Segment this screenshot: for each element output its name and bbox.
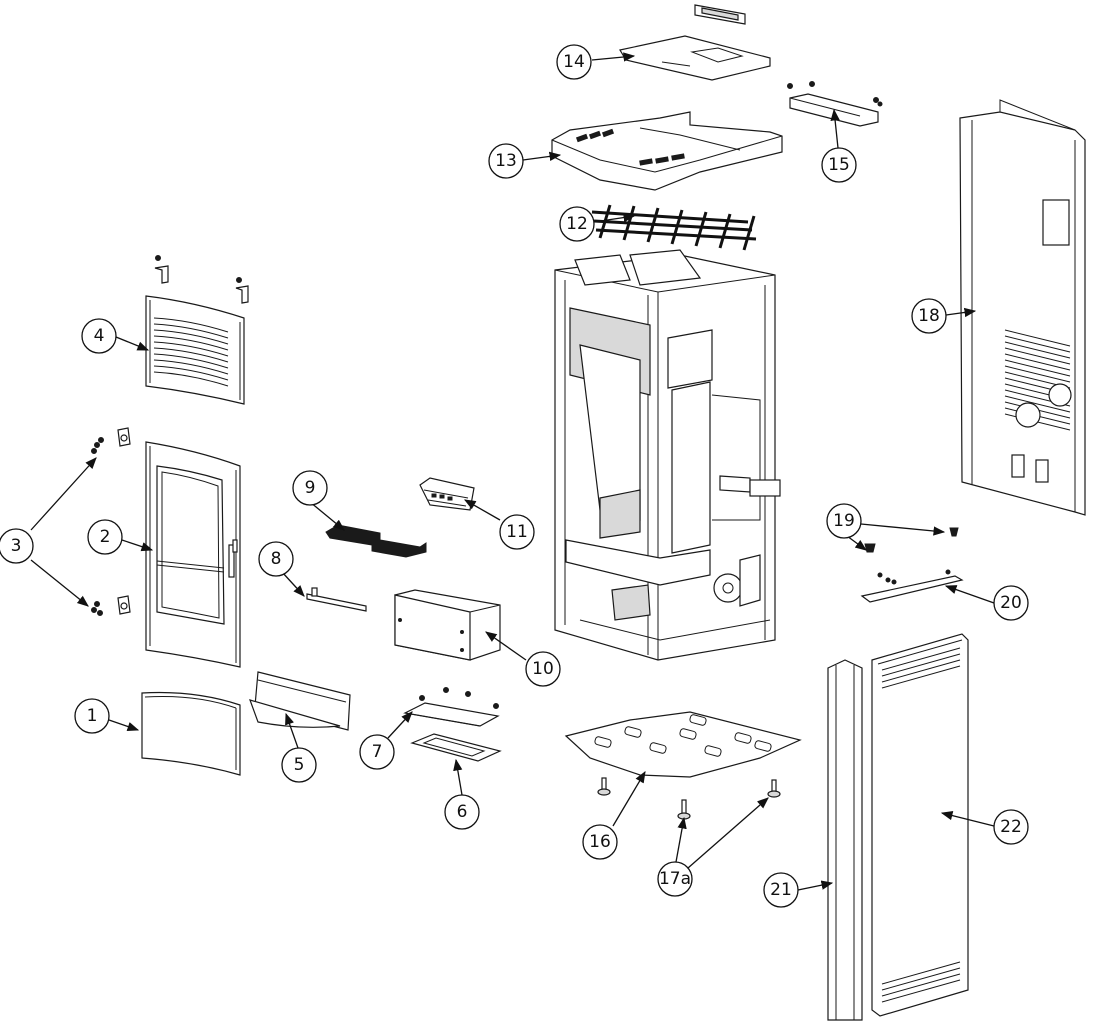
- callout-13: 13: [488, 143, 524, 179]
- callout-11-label: 11: [506, 522, 528, 542]
- part-8-rod: [306, 587, 367, 612]
- callout-15: 15: [821, 147, 857, 183]
- part-9-burner-plate: [325, 524, 427, 558]
- callout-5-label: 5: [294, 755, 305, 775]
- callout-20-label: 20: [1000, 593, 1022, 613]
- callout-14: 14: [556, 44, 592, 80]
- callout-20: 20: [993, 585, 1029, 621]
- callout-8: 8: [258, 541, 294, 577]
- part-11-burner-pot: [419, 477, 475, 511]
- callout-21-label: 21: [770, 880, 792, 900]
- callout-22-label: 22: [1000, 817, 1022, 837]
- callout-1-label: 1: [87, 706, 98, 726]
- callout-6: 6: [444, 794, 480, 830]
- callout-11: 11: [499, 514, 535, 550]
- callout-2-label: 2: [100, 527, 111, 547]
- part-5-ash-tray: [249, 671, 351, 731]
- callout-15-label: 15: [828, 155, 850, 175]
- callout-5: 5: [281, 747, 317, 783]
- callout-4-label: 4: [94, 326, 105, 346]
- callout-3-label: 3: [11, 536, 22, 556]
- callout-8-label: 8: [271, 549, 282, 569]
- part-3-hinges: [91, 427, 131, 616]
- callout-9: 9: [292, 470, 328, 506]
- part-17a-feet: [597, 777, 781, 820]
- callout-2: 2: [87, 519, 123, 555]
- part-14-top-lid: [619, 4, 771, 81]
- part-19-20-bracket: [860, 527, 964, 603]
- callout-9-label: 9: [305, 478, 316, 498]
- part-4-top-grille: [145, 255, 249, 405]
- callout-22: 22: [993, 809, 1029, 845]
- callout-10: 10: [525, 651, 561, 687]
- part-13-top-cover: [551, 111, 783, 191]
- part-10-box: [394, 589, 501, 661]
- callout-19-label: 19: [833, 511, 855, 531]
- callout-1: 1: [74, 698, 110, 734]
- part-16-base-plate: [564, 711, 802, 778]
- callout-13-label: 13: [495, 151, 517, 171]
- leader-lines: [30, 52, 995, 891]
- callout-7: 7: [359, 734, 395, 770]
- part-1-bottom-front-panel: [141, 691, 241, 776]
- callout-12: 12: [559, 206, 595, 242]
- callout-18: 18: [911, 298, 947, 334]
- callout-12-label: 12: [566, 214, 588, 234]
- callout-7-label: 7: [372, 742, 383, 762]
- callout-16-label: 16: [589, 832, 611, 852]
- part-21-side-column: [827, 659, 863, 1021]
- callout-6-label: 6: [457, 802, 468, 822]
- callout-16: 16: [582, 824, 618, 860]
- callout-4: 4: [81, 318, 117, 354]
- part-2-door: [145, 441, 241, 668]
- callout-3: 3: [0, 528, 34, 564]
- stove-body-frame: [554, 249, 781, 661]
- part-7-plate: [403, 687, 500, 727]
- callout-10-label: 10: [532, 659, 554, 679]
- callout-21: 21: [763, 872, 799, 908]
- part-6-gasket: [410, 733, 502, 762]
- part-22-side-panel: [871, 633, 969, 1017]
- callout-19: 19: [826, 503, 862, 539]
- part-12-grid: [591, 204, 757, 251]
- callout-17a: 17a: [657, 861, 693, 897]
- part-18-back-panel: [959, 99, 1086, 516]
- callout-17a-label: 17a: [659, 869, 691, 889]
- callout-14-label: 14: [563, 52, 585, 72]
- callout-18-label: 18: [918, 306, 940, 326]
